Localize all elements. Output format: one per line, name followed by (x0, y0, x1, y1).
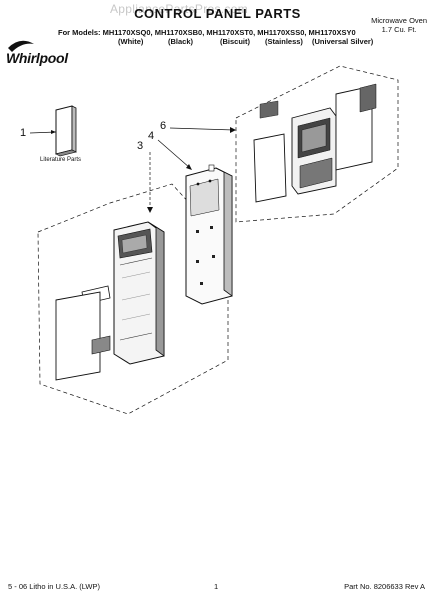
color-stainless: (Stainless) (265, 37, 303, 46)
product-info: Microwave Oven 1.7 Cu. Ft. (371, 16, 427, 34)
page-number: 1 (214, 582, 219, 591)
leader-4 (157, 139, 191, 169)
literature-part (55, 105, 77, 157)
control-panel-front (113, 221, 165, 365)
product-type: Microwave Oven (371, 16, 427, 25)
color-white: (White) (118, 37, 144, 46)
page-title: CONTROL PANEL PARTS (134, 6, 301, 21)
literature-parts-label: Literature Parts (40, 157, 82, 163)
capacity: 1.7 Cu. Ft. (381, 25, 417, 34)
overlay-panel (55, 291, 101, 381)
models-line: For Models: MH1170XSQ0, MH1170XSB0, MH11… (58, 28, 356, 37)
callout-4: 4 (148, 130, 155, 142)
leader-6 (169, 127, 235, 131)
print-info: 5 - 06 Litho in U.S.A. (LWP) (8, 582, 100, 591)
callout-1: 1 (20, 127, 27, 139)
callout-6: 6 (160, 120, 167, 132)
color-black: (Black) (168, 37, 194, 46)
watermark: AppliancePartsPros.com (110, 2, 248, 16)
group-6-outline (235, 65, 399, 223)
callout-3: 3 (137, 140, 144, 152)
brand-logo: Whirlpool (6, 50, 68, 66)
logo-swoosh (8, 40, 34, 52)
control-panel-frame (185, 164, 233, 305)
color-universal-silver: (Universal Silver) (312, 37, 374, 46)
electronic-control-assembly (253, 83, 377, 203)
group-3-outline (37, 183, 229, 415)
overlay-strip (91, 335, 111, 355)
color-biscuit: (Biscuit) (220, 37, 250, 46)
part-number: Part No. 8206633 Rev A (344, 582, 425, 591)
